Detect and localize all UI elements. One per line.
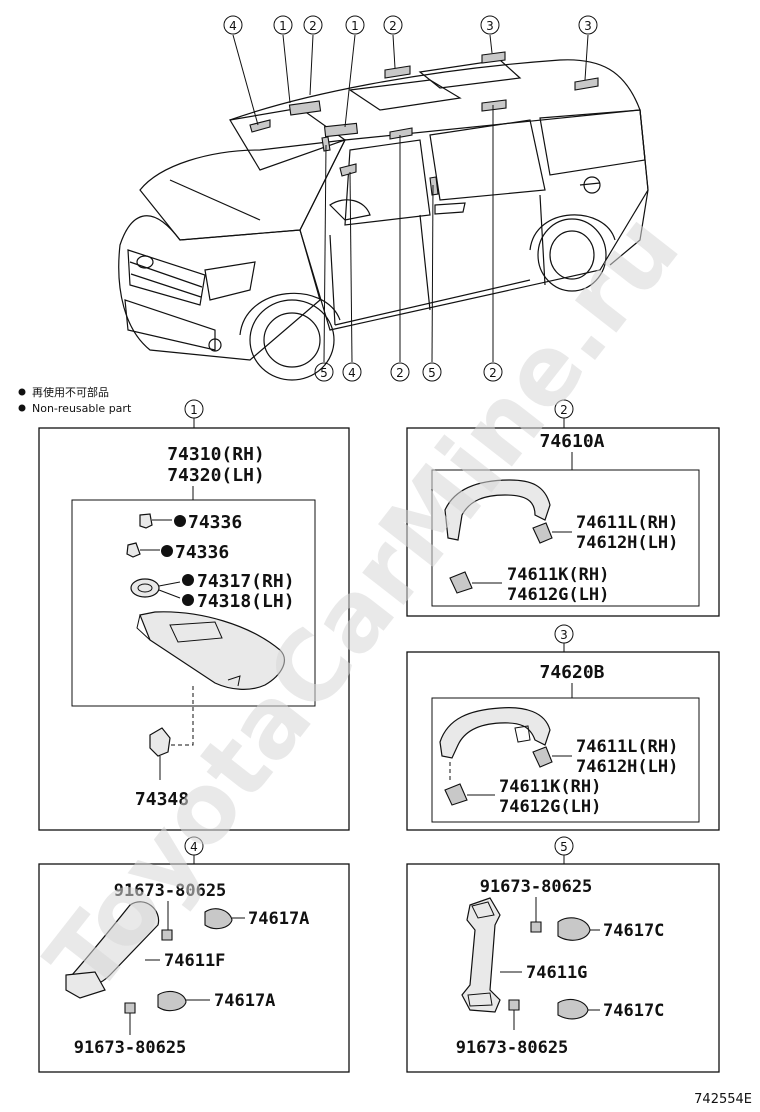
cover-part xyxy=(557,998,589,1020)
bullet-icon xyxy=(18,404,26,412)
part-number: 91673-80625 xyxy=(114,881,227,901)
cover-part xyxy=(557,917,591,941)
panel-number: 2 xyxy=(560,403,568,417)
part-number: 74348 xyxy=(135,789,189,810)
assembly-number: 74310(RH) xyxy=(167,444,265,465)
panel-number: 4 xyxy=(190,840,198,854)
cover-part xyxy=(157,990,187,1012)
panel-number: 3 xyxy=(560,628,568,642)
assembly-number: 74620B xyxy=(539,662,604,683)
part-number: 74612H(LH) xyxy=(576,533,678,553)
holder-part xyxy=(130,578,160,598)
part-number: 74336 xyxy=(188,512,242,533)
non-reusable-icon xyxy=(182,574,194,586)
grip-part xyxy=(461,897,501,1013)
callout-label: 3 xyxy=(486,19,494,33)
screw-icon xyxy=(530,921,542,933)
part-number: 74336 xyxy=(175,542,229,563)
part-number: 74611L(RH) xyxy=(576,513,678,533)
part-number: 74317(RH) xyxy=(197,571,295,592)
part-number: 91673-80625 xyxy=(74,1038,187,1058)
panel-number: 5 xyxy=(560,840,568,854)
callout-label: 2 xyxy=(396,366,404,380)
callout-label: 2 xyxy=(489,366,497,380)
cover-part xyxy=(532,746,553,768)
vehicle-illustration xyxy=(118,51,649,381)
callout-label: 2 xyxy=(389,19,397,33)
callout-label: 1 xyxy=(279,19,287,33)
sun-visor-part xyxy=(139,611,285,690)
legend-chinese: 再使用不可部品 xyxy=(32,385,109,399)
callout-label: 5 xyxy=(428,366,436,380)
callout-label: 4 xyxy=(348,366,356,380)
panel-4-assist-grip: 4 91673-80625 74617A 74611F 74617A 91673… xyxy=(38,836,350,1073)
part-number: 91673-80625 xyxy=(456,1038,569,1058)
cover-part xyxy=(449,571,473,594)
part-number: 74617C xyxy=(603,921,664,941)
callout-label: 2 xyxy=(309,19,317,33)
car-callouts-top: 4 1 2 1 2 3 3 xyxy=(223,15,598,35)
non-reusable-icon xyxy=(161,545,173,557)
callout-label: 1 xyxy=(351,19,359,33)
cover-part xyxy=(204,908,233,930)
bullet-icon xyxy=(18,388,26,396)
part-number: 74611K(RH) xyxy=(507,565,609,585)
part-number: 74611L(RH) xyxy=(576,737,678,757)
screw-icon xyxy=(124,1002,136,1014)
part-number: 74617A xyxy=(214,991,275,1011)
panel-3-assist-grip: 3 74620B 74611L(RH) 74612H(LH) 74611K(RH… xyxy=(406,624,720,831)
clip-part xyxy=(126,542,141,558)
panel-number: 1 xyxy=(190,403,198,417)
screw-icon xyxy=(508,999,520,1011)
non-reusable-icon xyxy=(182,594,194,606)
panel-2-assist-grip: 2 74610A 74611L(RH) 74612H(LH) 74611K(RH… xyxy=(406,399,720,617)
grip-part xyxy=(444,479,551,541)
cover-part xyxy=(532,522,553,544)
part-number: 91673-80625 xyxy=(480,877,593,897)
panel-1-sun-visor: 1 74310(RH) 74320(LH) 74336 74336 74317(… xyxy=(38,399,350,831)
part-number: 74318(LH) xyxy=(197,591,295,612)
car-callouts-bottom: 5 4 2 5 2 xyxy=(314,362,503,382)
car-callout-leaders xyxy=(232,34,589,363)
part-number: 74611F xyxy=(164,951,225,971)
clip-part xyxy=(139,513,153,529)
panel-5-assist-grip: 5 91673-80625 74617C 74611G 74617C 91673… xyxy=(406,836,720,1073)
callout-label: 3 xyxy=(584,19,592,33)
part-number: 74612H(LH) xyxy=(576,757,678,777)
figure-id: 742554E xyxy=(694,1092,752,1107)
cover-part xyxy=(444,783,468,806)
part-number: 74612G(LH) xyxy=(507,585,609,605)
non-reusable-icon xyxy=(174,515,186,527)
part-number: 74611K(RH) xyxy=(499,777,601,797)
legend-english: Non-reusable part xyxy=(32,402,132,415)
legend: 再使用不可部品 Non-reusable part xyxy=(18,385,132,415)
part-number: 74617A xyxy=(248,909,309,929)
assembly-number: 74320(LH) xyxy=(167,465,265,486)
part-number: 74612G(LH) xyxy=(499,797,601,817)
grip-part xyxy=(439,707,551,759)
callout-label: 4 xyxy=(229,19,237,33)
visor-clip-part xyxy=(149,727,171,757)
assembly-number: 74610A xyxy=(539,431,604,452)
part-number: 74611G xyxy=(526,963,587,983)
screw-icon xyxy=(161,929,173,941)
callout-label: 5 xyxy=(320,366,328,380)
part-number: 74617C xyxy=(603,1001,664,1021)
